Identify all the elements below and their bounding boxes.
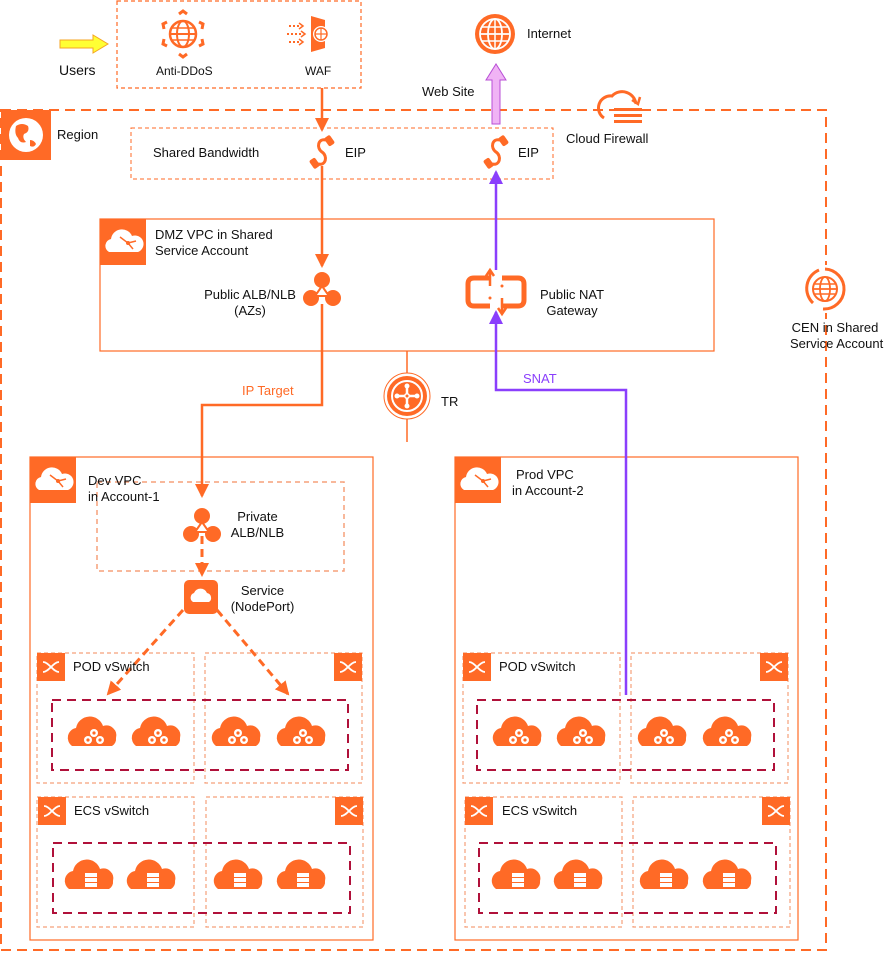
public-alb-icon	[302, 271, 342, 307]
prod-ecs-vswitch-label: ECS vSwitch	[502, 803, 578, 818]
website-arrow	[485, 63, 507, 125]
eip-icon-right	[481, 133, 511, 171]
ip-target-label: IP Target	[242, 383, 294, 398]
shared-bandwidth-label: Shared Bandwidth	[153, 145, 260, 160]
internet-label: Internet	[527, 26, 572, 41]
users-arrow	[59, 34, 109, 54]
eip-label-right: EIP	[518, 145, 539, 160]
dev-ecs-vswitch	[36, 796, 364, 928]
internet-icon	[475, 14, 515, 54]
prod-vpc-icon	[454, 456, 502, 504]
cen-icon	[801, 265, 849, 313]
flow-ip-target	[195, 304, 324, 498]
cloud-firewall-icon	[597, 90, 642, 123]
waf-icon	[287, 16, 329, 52]
private-alb-label: Private ALB/NLB	[230, 509, 285, 540]
dmz-vpc-icon	[99, 218, 147, 266]
private-alb-box	[96, 481, 345, 572]
flow-snat	[489, 310, 628, 695]
security-services-box	[116, 0, 362, 89]
region-label: Region	[57, 127, 99, 142]
dev-ecs-vswitch-label: ECS vSwitch	[74, 803, 150, 818]
anti-ddos-label: Anti-DDoS	[156, 64, 213, 78]
tr-label: TR	[441, 394, 459, 409]
dev-vpc-title: Dev VPC in Account-1	[88, 473, 160, 504]
public-alb-label: Public ALB/NLB (AZs)	[204, 287, 296, 318]
eip-icon-left	[307, 133, 337, 171]
prod-pod-vswitch	[462, 652, 789, 784]
dev-vpc-icon	[29, 456, 77, 504]
waf-label: WAF	[305, 64, 332, 78]
snat-label: SNAT	[523, 371, 557, 386]
web-site-label: Web Site	[422, 84, 475, 99]
dev-pod-vswitch-label: POD vSwitch	[73, 659, 150, 674]
dmz-vpc-title: DMZ VPC in Shared Service Account	[155, 227, 273, 258]
cloud-firewall-label: Cloud Firewall	[566, 131, 649, 146]
eip-label-left: EIP	[345, 145, 366, 160]
anti-ddos-icon	[161, 9, 205, 59]
nat-gateway-icon	[465, 267, 527, 317]
service-nodeport-icon	[184, 580, 218, 614]
shared-bandwidth-box	[130, 127, 554, 180]
prod-vpc-title: Prod VPC in Account-2	[512, 467, 584, 498]
transit-router-icon	[383, 372, 431, 420]
public-nat-label: Public NAT Gateway	[539, 287, 605, 318]
flow-service-to-pod-right	[215, 609, 290, 696]
service-nodeport-label: Service (NodePort)	[230, 583, 295, 614]
dev-pod-vswitch	[36, 652, 363, 784]
prod-pod-vswitch-label: POD vSwitch	[499, 659, 576, 674]
users-label: Users	[59, 62, 96, 78]
prod-ecs-vswitch	[464, 796, 791, 928]
flow-service-to-pod-left	[106, 609, 185, 696]
cen-label: CEN in Shared Service Account	[790, 320, 884, 351]
